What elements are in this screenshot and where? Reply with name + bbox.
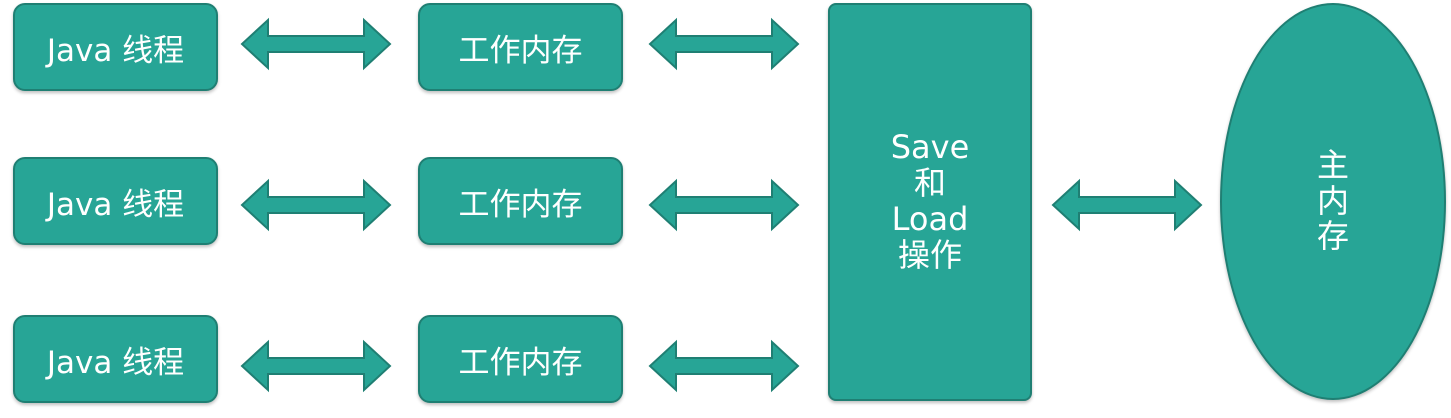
double-arrow-saveload-main-memory bbox=[1051, 178, 1203, 232]
working-memory-1: 工作内存 bbox=[418, 3, 623, 91]
save-load-line-1: Save bbox=[890, 128, 970, 167]
double-arrow-work3-saveload bbox=[648, 339, 800, 393]
double-arrow-work2-saveload bbox=[648, 178, 800, 232]
working-memory-2: 工作内存 bbox=[418, 157, 623, 245]
main-memory-char-1: 主 bbox=[1316, 145, 1349, 184]
double-arrow-thread1-work1 bbox=[240, 17, 392, 71]
save-load-operation-box: Save 和 Load 操作 bbox=[828, 3, 1032, 401]
java-thread-1: Java 线程 bbox=[13, 3, 218, 91]
working-memory-3: 工作内存 bbox=[418, 315, 623, 403]
save-load-line-4: 操作 bbox=[897, 235, 962, 274]
java-thread-2: Java 线程 bbox=[13, 157, 218, 245]
main-memory-ellipse: 主 内 存 bbox=[1220, 3, 1446, 400]
main-memory-char-3: 存 bbox=[1316, 217, 1349, 256]
double-arrow-thread3-work3 bbox=[240, 339, 392, 393]
double-arrow-work1-saveload bbox=[648, 17, 800, 71]
main-memory-char-2: 内 bbox=[1316, 181, 1349, 220]
double-arrow-thread2-work2 bbox=[240, 178, 392, 232]
save-load-line-3: Load bbox=[891, 200, 969, 238]
java-thread-3: Java 线程 bbox=[13, 315, 218, 403]
save-load-line-2: 和 bbox=[913, 164, 946, 203]
